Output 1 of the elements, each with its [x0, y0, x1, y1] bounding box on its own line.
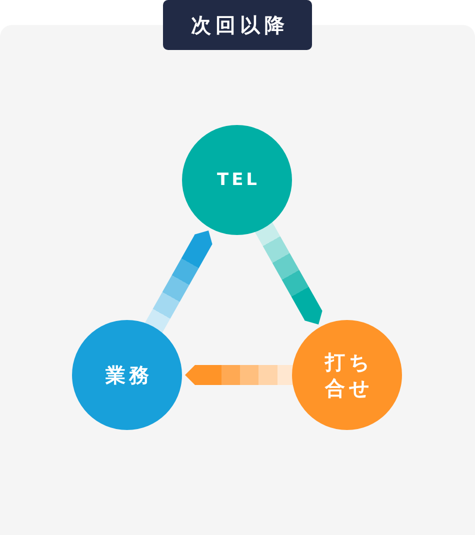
- title-badge: 次回以降: [163, 0, 312, 50]
